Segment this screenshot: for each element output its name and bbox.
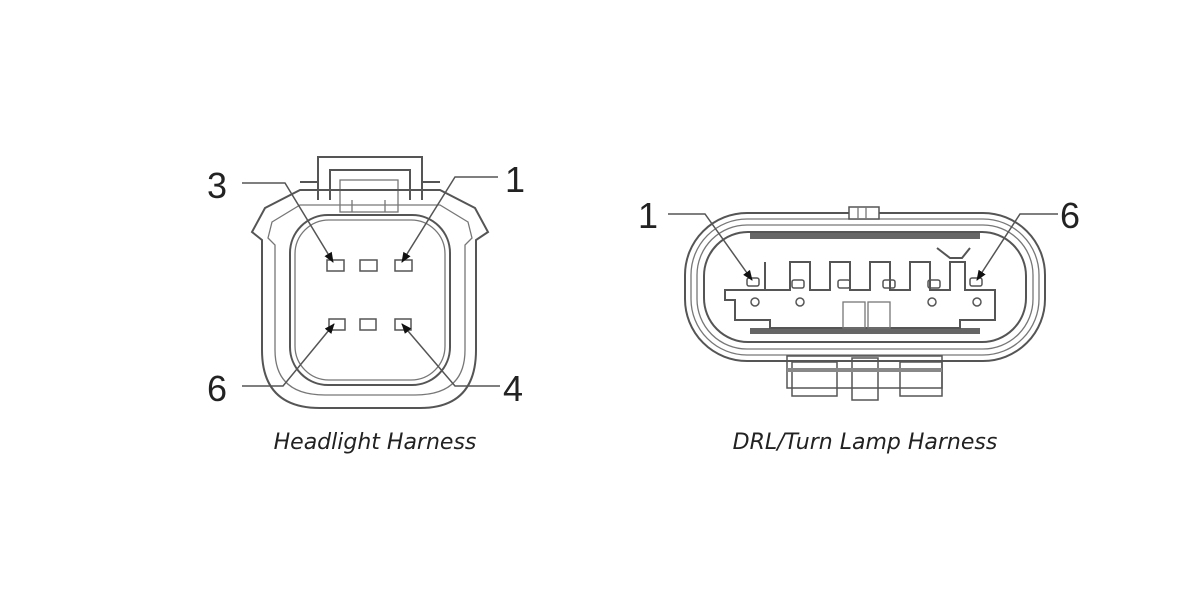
pin-label-6: 6 (1060, 195, 1080, 236)
drl-connector: 1 6 (638, 195, 1080, 401)
pin-label-1: 1 (638, 195, 658, 236)
bottom-latch (786, 355, 943, 401)
drl-harness-caption: DRL/Turn Lamp Harness (732, 430, 998, 455)
headlight-harness-caption: Headlight Harness (273, 430, 477, 455)
pin-label-3: 3 (207, 165, 227, 206)
pins (746, 277, 983, 307)
headlight-connector: 3 1 6 4 (207, 156, 525, 409)
pin-label-1: 1 (505, 159, 525, 200)
pins (326, 259, 413, 331)
pin-label-4: 4 (503, 368, 523, 409)
pin-label-6: 6 (207, 368, 227, 409)
